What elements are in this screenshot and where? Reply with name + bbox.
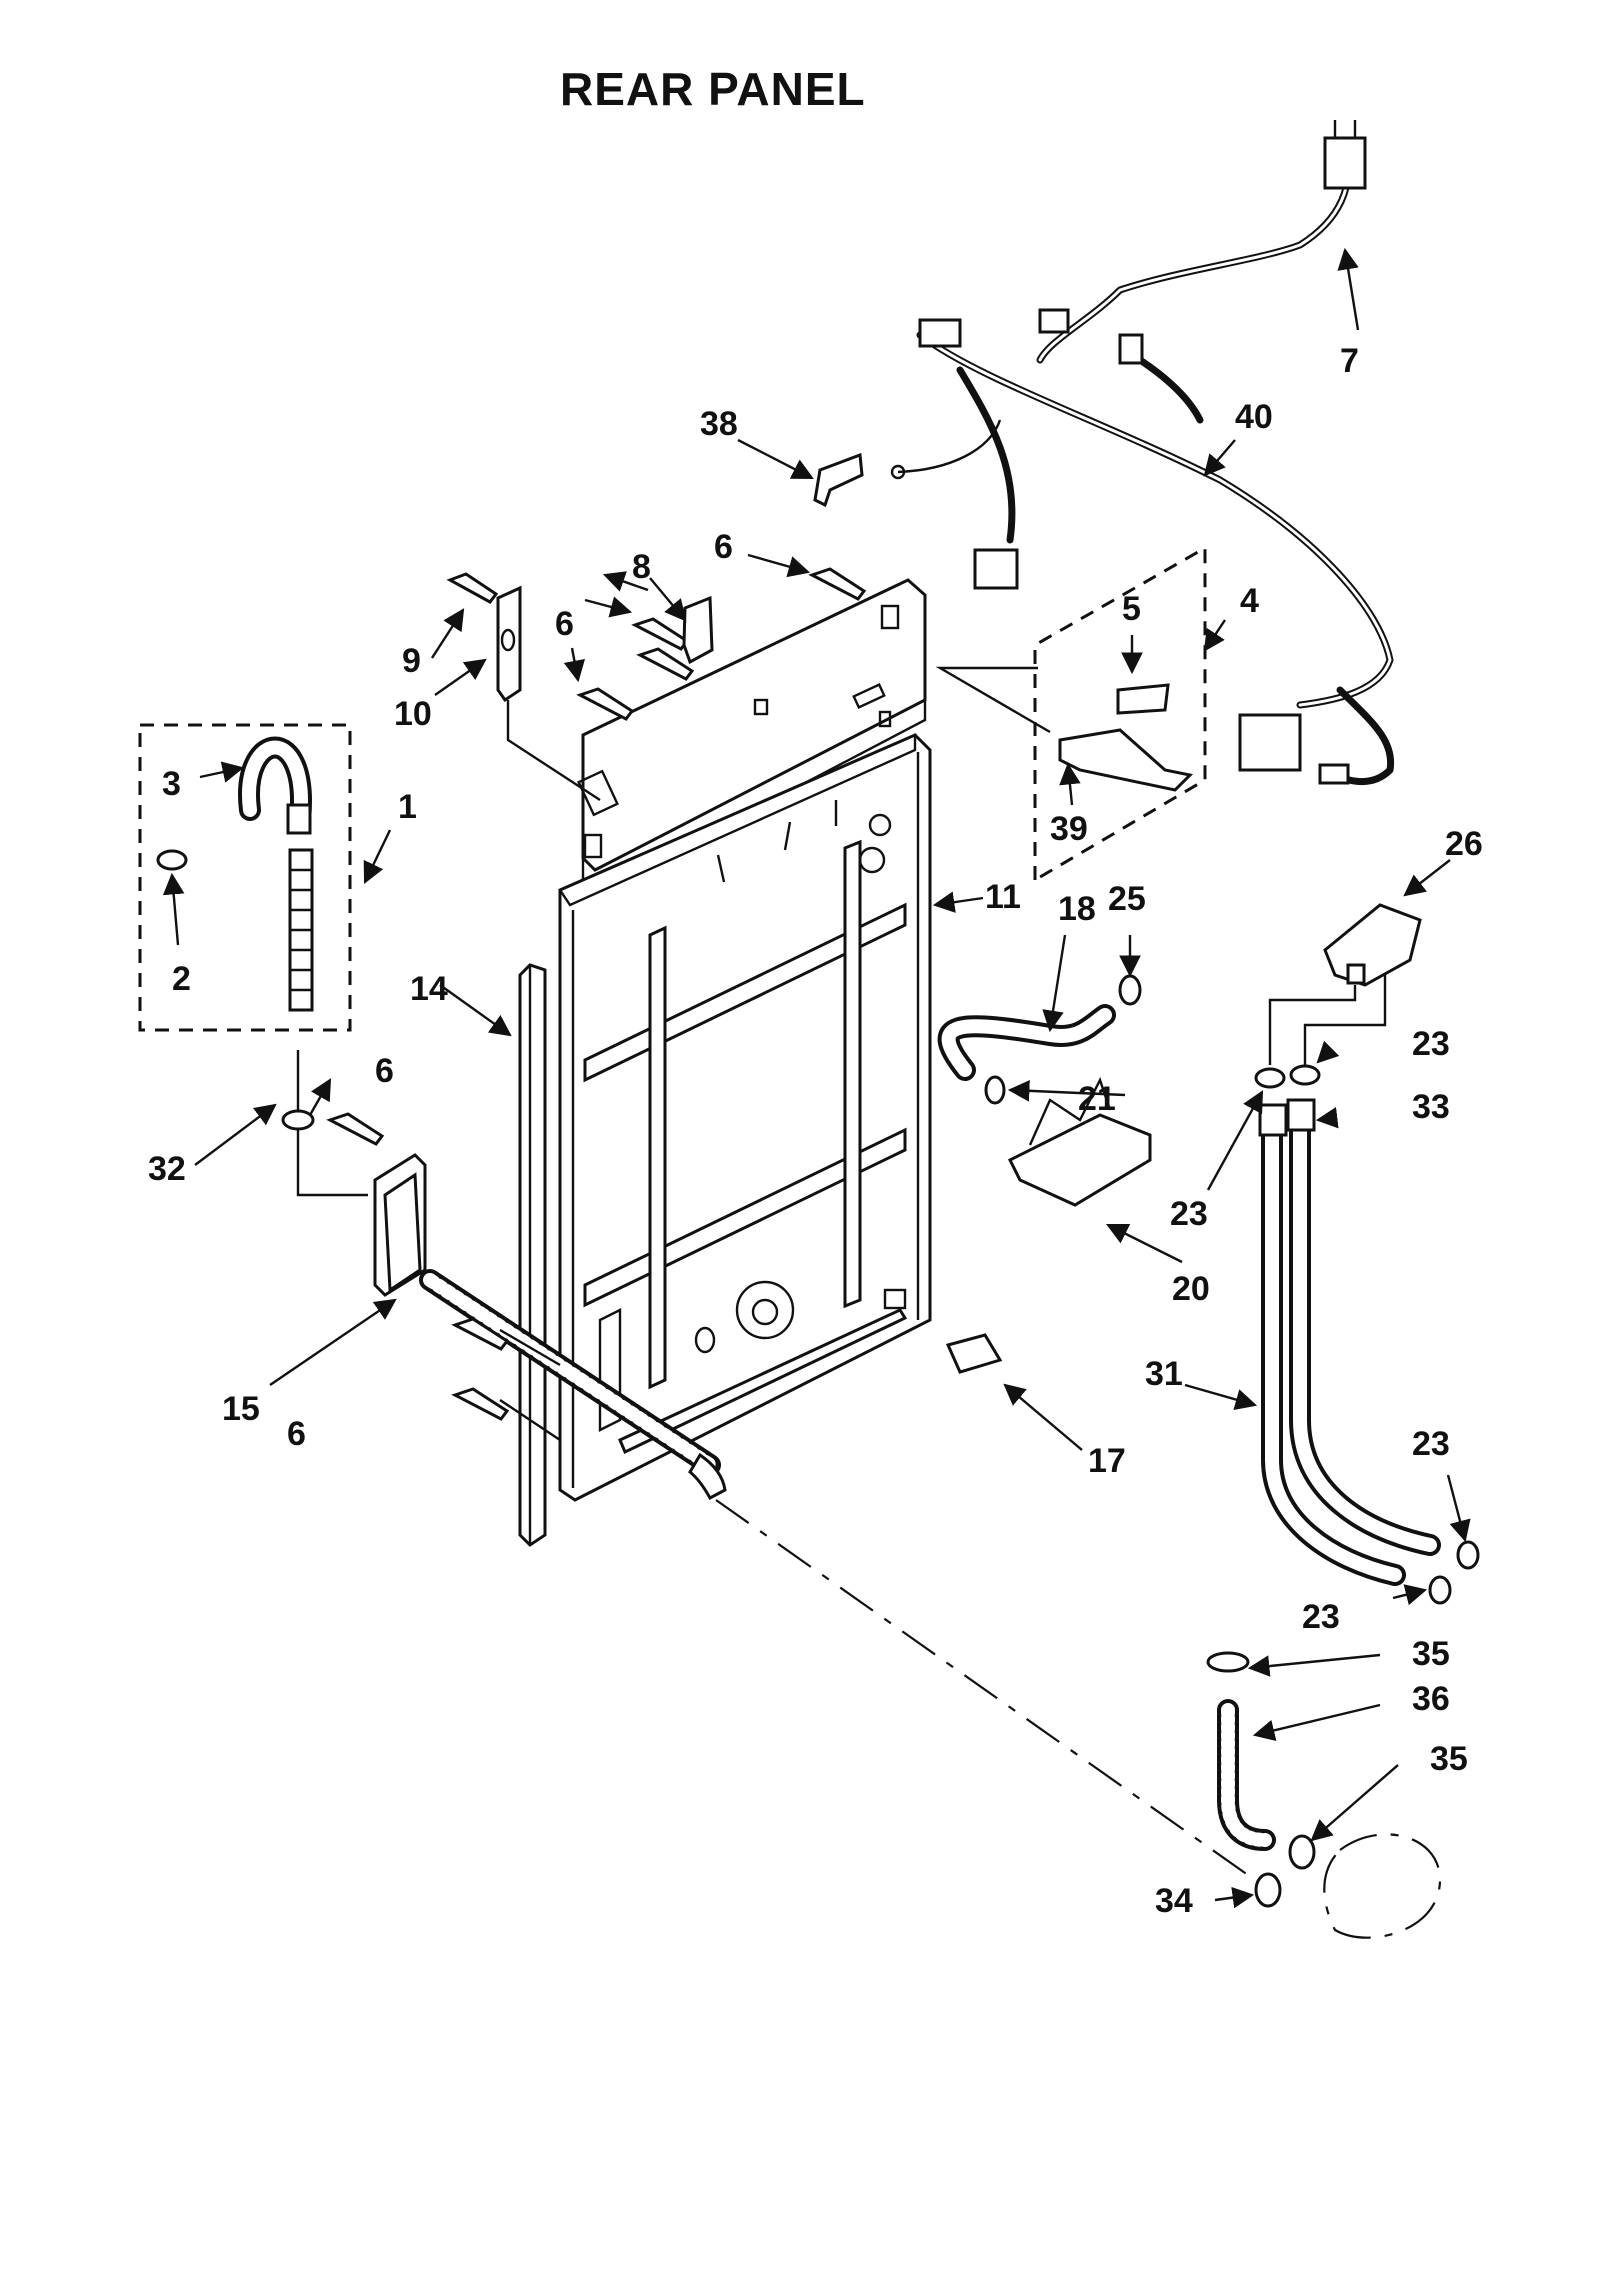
callout-38: 38 [700,405,738,443]
callout-23-bottom: 23 [1302,1598,1340,1636]
callout-20: 20 [1172,1270,1210,1308]
plug-part-17 [945,1333,1003,1374]
callout-11: 11 [985,878,1021,916]
callout-21: 21 [1078,1080,1116,1118]
callout-6-hose: 6 [375,1052,394,1090]
callout-14: 14 [410,970,448,1008]
callout-36: 36 [1412,1680,1450,1718]
callout-6-left: 6 [555,605,574,643]
pressure-switch-assembly [937,974,1152,1207]
callout-8: 8 [632,548,651,586]
drain-hose-assembly-part-1 [138,723,368,1197]
callout-35-top: 35 [1412,1635,1450,1673]
callout-5: 5 [1122,590,1141,628]
callout-26: 26 [1445,825,1483,863]
callout-6-top: 6 [714,528,733,566]
inlet-valve-part-26 [1254,903,1422,1089]
callout-35-bottom: 35 [1430,1740,1468,1778]
callout-3: 3 [162,765,181,803]
callout-25: 25 [1108,880,1146,918]
callout-32: 32 [148,1150,186,1188]
callout-7: 7 [1340,342,1359,380]
control-module-part-4 [935,545,1207,883]
callout-39: 39 [1050,810,1088,848]
callout-10: 10 [394,695,432,733]
callout-23-right: 23 [1412,1425,1450,1463]
water-hoses-part-31 [1258,1098,1480,1605]
callout-17: 17 [1088,1442,1126,1480]
callout-23-top: 23 [1412,1025,1450,1063]
callout-4: 4 [1240,582,1259,620]
callout-33: 33 [1412,1088,1450,1126]
screws [326,567,867,1441]
wire-harness-part-40 [916,120,1395,786]
leader-lines [162,247,1471,1909]
side-rail-part-14 [518,963,547,1547]
callout-labels: 1 2 3 4 5 6 6 6 6 7 8 9 10 11 14 15 17 1… [148,342,1483,1920]
callout-6-bottom: 6 [287,1415,306,1453]
callout-1: 1 [398,788,417,826]
pump-hose-assembly [715,1499,1442,1939]
callout-2: 2 [172,960,191,998]
callout-23-left: 23 [1170,1195,1208,1233]
callout-9: 9 [402,642,421,680]
diagram-title: REAR PANEL [560,63,866,115]
callout-34: 34 [1155,1882,1193,1920]
drain-hose [419,1269,727,1501]
callout-40: 40 [1235,398,1273,436]
brackets [496,419,1002,802]
callout-15: 15 [222,1390,260,1428]
drain-box-part-15 [373,1153,427,1297]
callout-31: 31 [1145,1355,1183,1393]
rear-panel-part-11 [558,578,932,1502]
clamp-part-32 [281,1109,315,1131]
callout-18: 18 [1058,890,1096,928]
